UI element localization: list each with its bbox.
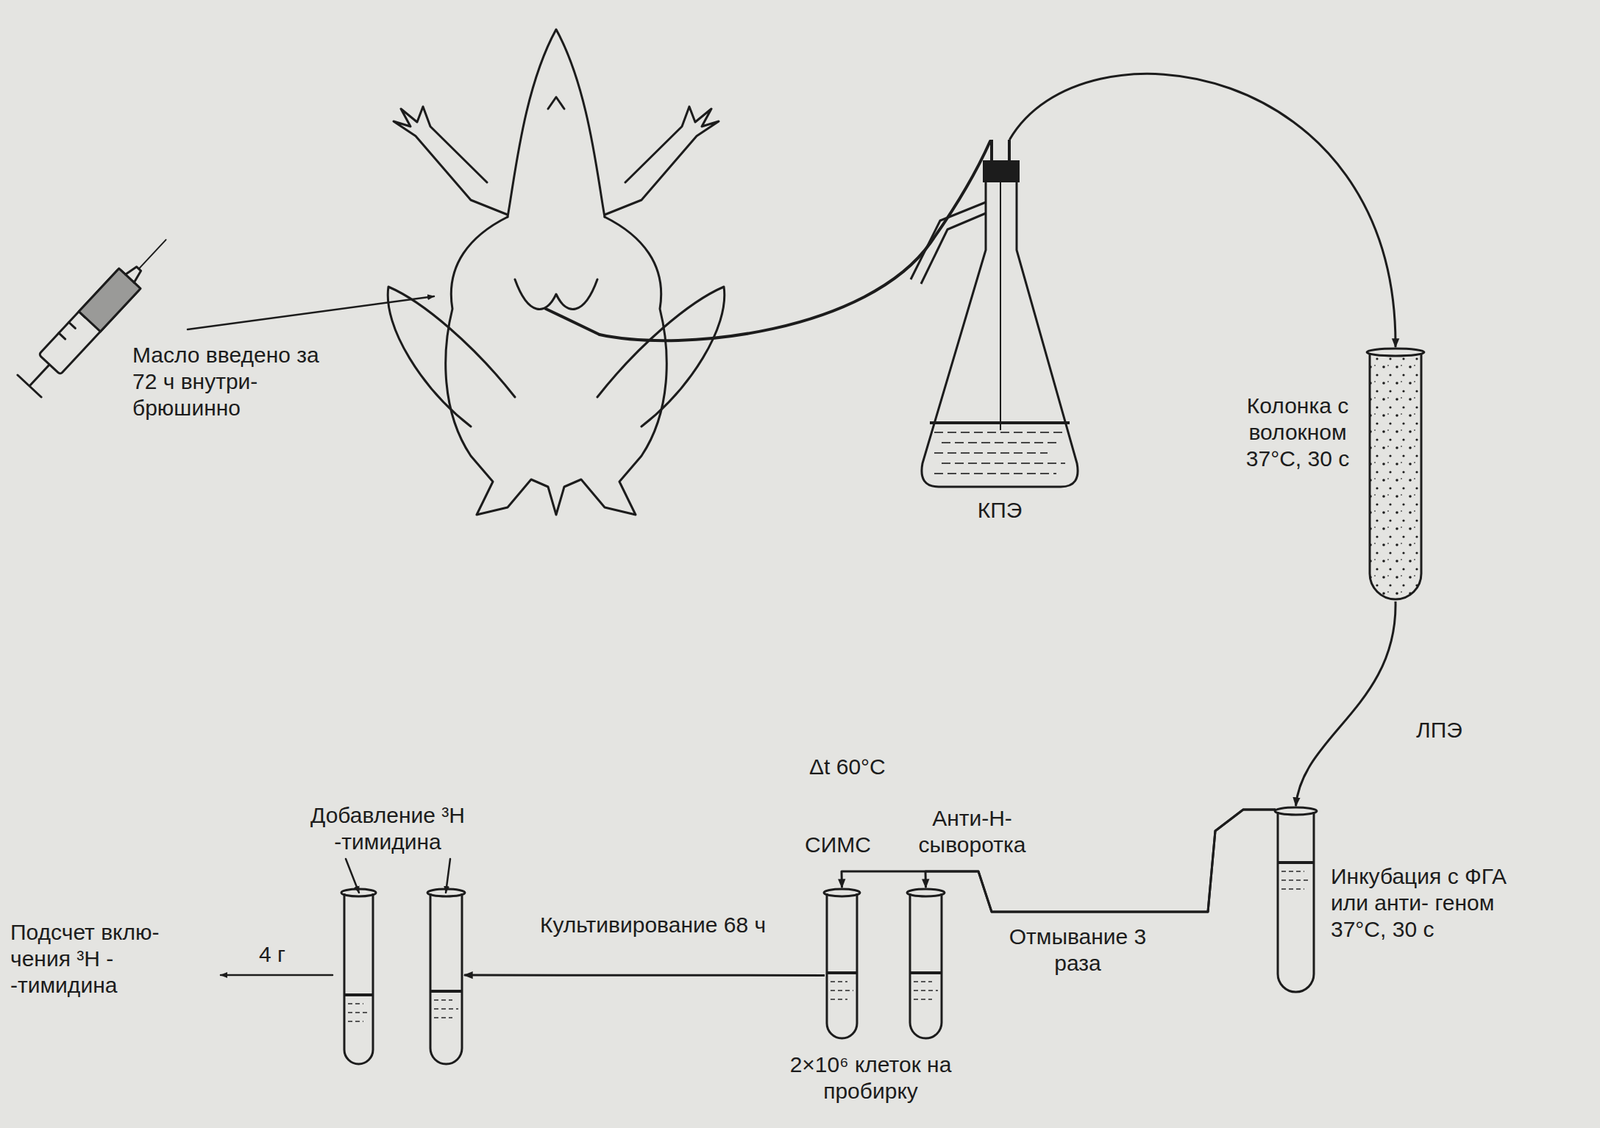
drawing-stroke	[830, 990, 854, 992]
flask-drawing	[918, 139, 1082, 490]
drawing-stroke	[1277, 812, 1314, 993]
mouse-hindleg	[597, 286, 725, 427]
mouse-mouth	[548, 97, 565, 109]
incubation-tube-drawing	[1275, 806, 1317, 995]
node-label: Инкубация с ФГА или анти- геном 37°С, 30…	[1330, 863, 1528, 944]
mouse-body	[445, 217, 667, 515]
mouse-foreleg	[604, 106, 719, 215]
node-label: Анти-Н- сыворотка	[907, 805, 1037, 859]
flow-arrow	[1009, 73, 1396, 348]
fiber-column: Колонка с волокном 37°С, 30 с	[1367, 347, 1424, 602]
drawing-stroke	[827, 971, 857, 975]
drawing-stroke	[941, 462, 1066, 465]
drawing-stroke	[934, 452, 1048, 454]
drawing-stroke	[991, 139, 1010, 162]
syringe-needle	[139, 239, 167, 269]
drawing-stroke	[17, 29, 991, 976]
drawing-stroke	[434, 1008, 459, 1011]
drawing-stroke	[830, 998, 848, 1001]
suction-tube	[599, 141, 991, 341]
injection-note: Масло введено за 72 ч внутри- брюшинно	[132, 342, 332, 422]
syringe-oil	[78, 268, 141, 332]
drawing-stroke	[434, 999, 453, 1002]
test-tube-pair-drawing	[342, 887, 465, 1067]
drawing-stroke	[1281, 879, 1311, 882]
addition-arrow	[445, 859, 451, 894]
node-label: Колонка с волокном 37°С, 30 с	[1232, 392, 1364, 473]
drawing-stroke	[434, 1017, 453, 1019]
drawing-stroke	[910, 202, 986, 284]
flask: КПЭ	[918, 139, 1082, 490]
injection-arrow	[187, 296, 435, 330]
drawing-stroke	[941, 442, 1057, 444]
drawing-stroke	[1274, 807, 1317, 816]
needle	[545, 308, 600, 335]
node-label: КПЭ	[918, 497, 1082, 524]
drawing-stroke	[1369, 353, 1422, 600]
test-tube-drawing	[824, 887, 860, 1041]
drawing-stroke	[934, 431, 1066, 434]
drawing-stroke	[999, 182, 1002, 431]
drawing-stroke	[1281, 870, 1305, 873]
edge-label: Культивирование 68 ч	[525, 912, 780, 939]
drawing-stroke	[913, 990, 938, 992]
drawing-stroke	[430, 893, 462, 1065]
test-tube-pair: Добавление ³H -тимидина	[342, 887, 465, 1067]
drawing-stroke	[913, 981, 933, 983]
drawing-stroke	[830, 981, 848, 983]
heating-note: Δt 60°С	[809, 754, 886, 781]
drawing-stroke	[823, 889, 860, 897]
drawing-stroke	[427, 889, 465, 897]
count-note: Подсчет вклю- чения ³H - -тимидина	[10, 919, 186, 999]
drawing-stroke	[1281, 888, 1305, 891]
syringe-barrel	[38, 268, 141, 375]
drawing-stroke	[909, 893, 942, 1039]
drawing-stroke	[921, 182, 1078, 487]
drawing-stroke	[982, 160, 1020, 183]
fiber-column-drawing	[1367, 347, 1424, 602]
test-tube-drawing	[907, 887, 944, 1041]
drawing-stroke	[929, 421, 1070, 425]
test-tube: Анти-Н- сыворотка	[907, 887, 944, 1041]
drawing-stroke	[1366, 348, 1425, 357]
drawing-stroke	[345, 993, 373, 997]
drawing-stroke	[910, 971, 941, 975]
node-label: Добавление ³H -тимидина	[296, 802, 479, 856]
mouse-head	[507, 29, 605, 218]
test-tube: СИМС	[824, 887, 860, 1041]
addition-arrow	[345, 859, 359, 894]
incubation-tube: Инкубация с ФГА или анти- геном 37°С, 30…	[1275, 806, 1317, 995]
drawing-stroke	[347, 1003, 364, 1005]
mouse-belly-line	[514, 279, 598, 309]
flow-arrow	[841, 809, 1276, 913]
node-label: СИМС	[804, 832, 871, 859]
drawing-stroke	[913, 998, 933, 1001]
count-arrow	[220, 974, 333, 977]
drawing-stroke	[934, 473, 1057, 475]
drawing-stroke	[347, 1021, 364, 1023]
drawing-stroke	[1278, 861, 1314, 865]
drawing-stroke	[907, 889, 945, 897]
time-note: 4 г	[258, 941, 286, 969]
drawing-stroke	[826, 893, 858, 1039]
drawing-stroke	[344, 893, 373, 1065]
mouse	[387, 29, 725, 515]
mouse-hindleg	[387, 286, 515, 427]
mouse-foreleg	[393, 106, 508, 215]
cell-count-note: 2×10⁶ клеток на пробирку	[784, 1051, 958, 1105]
flow-arrow	[1296, 601, 1397, 807]
edge-label: Отмывание 3 раза	[1000, 923, 1155, 977]
edge-label: ЛПЭ	[1416, 717, 1463, 744]
flow-arrow	[464, 974, 825, 977]
drawing-stroke	[341, 889, 376, 897]
drawing-stroke	[431, 990, 462, 994]
drawing-stroke	[347, 1012, 370, 1014]
